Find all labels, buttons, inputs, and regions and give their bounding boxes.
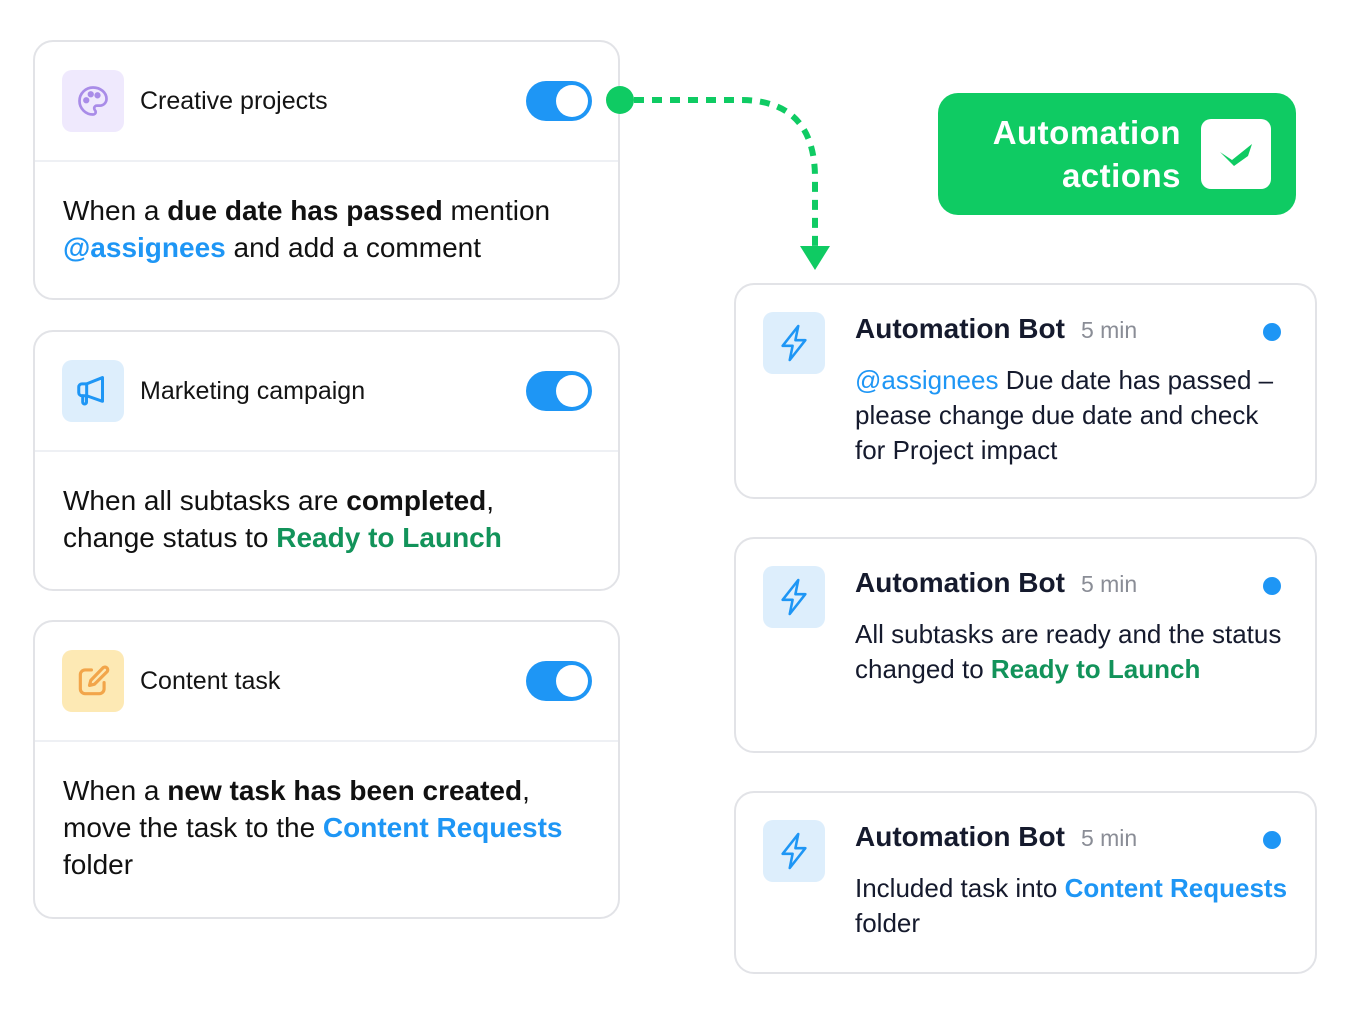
rule-title: Content task [140,666,281,695]
timestamp: 5 min [1080,317,1138,343]
text: folder [855,908,921,938]
arrow-head-icon [800,246,830,270]
connector-arrow [606,86,830,270]
mention-link[interactable]: @assignees [855,365,999,395]
unread-dot [1263,577,1281,595]
status-label: Ready to Launch [276,522,502,553]
sender-name: Automation Bot [855,821,1065,852]
rule-toggle[interactable] [526,81,592,121]
badge-line-2: actions [1061,157,1181,194]
badge-label: Automation actions [993,111,1181,197]
rule-toggle[interactable] [526,661,592,701]
lightning-icon [763,566,825,628]
notification-card[interactable]: Automation Bot 5 min All subtasks are re… [734,537,1317,753]
toggle-knob [556,375,588,407]
notification-text: @assignees Due date has passed – please … [855,363,1295,468]
trigger-text: completed [346,485,487,516]
unread-dot [1263,323,1281,341]
edit-note-icon [62,650,124,712]
unread-dot [1263,831,1281,849]
text: folder [63,849,134,880]
text: mention [442,195,551,226]
notification-content: Automation Bot 5 min Included task into … [855,821,1295,941]
text: and add a comment [225,232,482,263]
timestamp: 5 min [1080,825,1138,851]
notification-text: All subtasks are ready and the status ch… [855,617,1295,687]
text: , [522,775,530,806]
rule-card-marketing-campaign: Marketing campaign When all subtasks are… [33,330,620,591]
rule-description: When all subtasks are completed, change … [35,452,618,556]
palette-icon [62,70,124,132]
lightning-icon [763,820,825,882]
sender-name: Automation Bot [855,313,1065,344]
rule-title: Creative projects [140,86,328,115]
rule-card-content-task: Content task When a new task has been cr… [33,620,620,919]
connector-start-dot [606,86,634,114]
text: Included task into [855,873,1065,903]
notification-text: Included task into Content Requests fold… [855,871,1295,941]
toggle-knob [556,665,588,697]
text: move the task to the [63,812,323,843]
text: When a [63,195,168,226]
trigger-text: new task has been created [167,775,523,806]
toggle-knob [556,85,588,117]
lightning-icon [763,312,825,374]
checkmark-icon [1201,119,1271,189]
rule-title: Marketing campaign [140,376,366,405]
text: When a [63,775,168,806]
rule-description: When a new task has been created, move t… [35,742,618,883]
rule-description: When a due date has passed mention @assi… [35,162,618,266]
text: Due date has passed – please change due … [855,365,1274,465]
rule-toggle[interactable] [526,371,592,411]
notification-card[interactable]: Automation Bot 5 min Included task into … [734,791,1317,974]
folder-link[interactable]: Content Requests [1064,873,1288,903]
rule-header: Content task [35,622,618,742]
mention-link[interactable]: @assignees [63,232,226,263]
badge-line-1: Automation [992,114,1181,151]
notification-content: Automation Bot 5 min @assignees Due date… [855,313,1295,468]
timestamp: 5 min [1080,571,1138,597]
trigger-text: due date has passed [167,195,443,226]
text: All subtasks are ready and the status ch… [855,619,1282,684]
folder-link[interactable]: Content Requests [322,812,563,843]
text: , [486,485,495,516]
text: When all subtasks are [63,485,347,516]
automation-actions-badge: Automation actions [938,93,1296,215]
rule-card-creative-projects: Creative projects When a due date has pa… [33,40,620,300]
sender-name: Automation Bot [855,567,1065,598]
megaphone-icon [62,360,124,422]
rule-header: Marketing campaign [35,332,618,452]
rule-header: Creative projects [35,42,618,162]
text: change status to [63,522,277,553]
notification-card[interactable]: Automation Bot 5 min @assignees Due date… [734,283,1317,499]
status-label: Ready to Launch [990,654,1201,684]
notification-content: Automation Bot 5 min All subtasks are re… [855,567,1295,687]
